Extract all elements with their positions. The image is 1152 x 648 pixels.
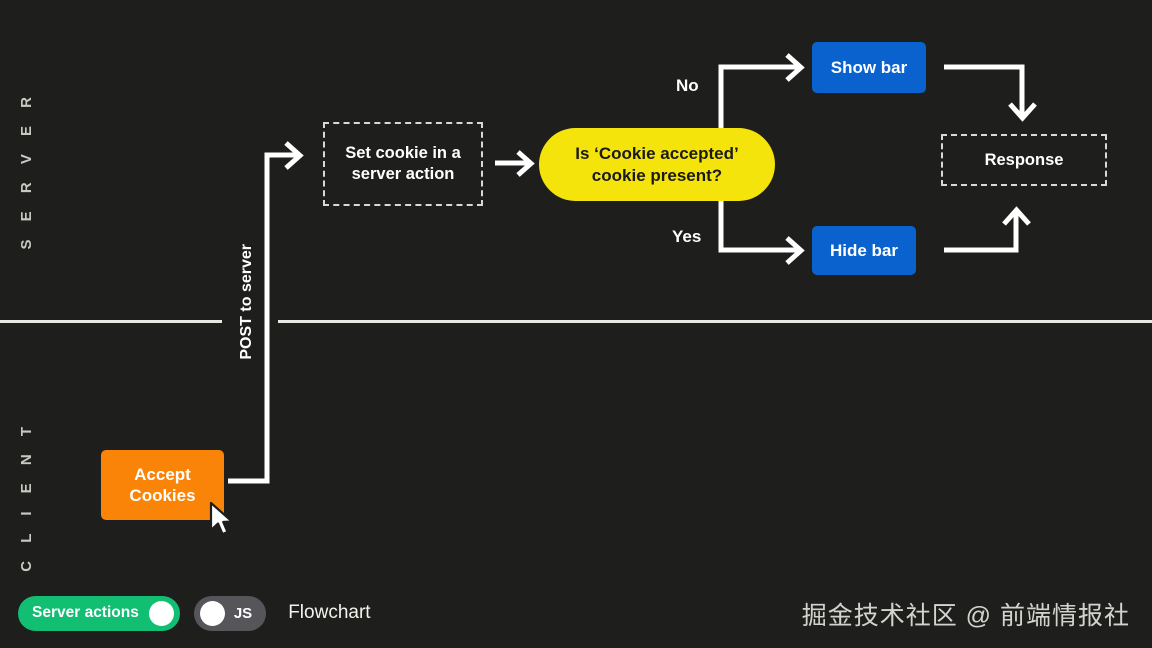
edge-showbar-to-response xyxy=(944,64,1025,116)
toggle-js[interactable]: JS xyxy=(193,595,267,631)
toggle-js-label: JS xyxy=(233,604,253,622)
edge-post-to-server-arrowhead xyxy=(284,141,304,170)
node-accept-line1: Accept xyxy=(134,464,191,484)
edge-hidebar-to-response xyxy=(944,212,1019,253)
node-set-cookie-line1: Set cookie in a xyxy=(345,144,461,163)
node-hide-bar[interactable]: Hide bar xyxy=(812,226,916,275)
lane-label-server: S E R V E R xyxy=(18,90,35,250)
edge-label-yes: Yes xyxy=(672,227,702,246)
edge-no-to-showbar-arrowhead xyxy=(785,53,805,82)
node-accept-line2: Cookies xyxy=(129,486,196,505)
edge-yes-to-hidebar-arrowhead xyxy=(785,236,805,265)
swimlane-divider-right xyxy=(278,320,1152,323)
node-decision-line1: Is ‘Cookie accepted’ xyxy=(575,144,739,164)
node-accept-cookies-button[interactable]: Accept Cookies xyxy=(101,450,224,520)
node-response[interactable]: Response xyxy=(941,134,1107,186)
bottom-bar: Server actions JS Flowchart xyxy=(0,578,1152,648)
edge-yes-to-hidebar xyxy=(718,201,799,253)
node-hide-bar-label: Hide bar xyxy=(829,240,899,260)
edge-setcookie-to-decision-arrowhead xyxy=(516,150,535,177)
lane-label-client: C L I E N T xyxy=(18,420,35,572)
edge-no-to-showbar xyxy=(718,64,799,128)
swimlane-divider-left xyxy=(0,320,222,323)
toggle-server-actions-label: Server actions xyxy=(32,604,139,621)
node-set-cookie-in-server-action[interactable]: Set cookie in a server action xyxy=(323,122,483,206)
node-show-bar-label: Show bar xyxy=(830,57,908,77)
edge-hidebar-to-response-arrowhead xyxy=(1002,206,1031,226)
toggle-js-knob[interactable] xyxy=(199,600,225,626)
watermark-text: 掘金技术社区 @ 前端情报社 xyxy=(801,602,1130,630)
edge-label-no: No xyxy=(676,76,699,95)
node-decision-cookie-accepted[interactable]: Is ‘Cookie accepted’ cookie present? xyxy=(539,128,775,201)
toggle-server-actions[interactable]: Server actions xyxy=(18,595,180,631)
edge-label-post-to-server: POST to server xyxy=(238,244,255,360)
node-response-label: Response xyxy=(984,150,1064,169)
node-decision-line2: cookie present? xyxy=(591,165,723,185)
node-set-cookie-line2: server action xyxy=(351,165,455,183)
edge-showbar-to-response-arrowhead xyxy=(1008,102,1037,122)
diagram-title: Flowchart xyxy=(288,602,371,623)
node-show-bar[interactable]: Show bar xyxy=(812,42,926,93)
toggle-server-actions-knob[interactable] xyxy=(148,600,174,626)
mouse-pointer-icon xyxy=(209,501,234,536)
